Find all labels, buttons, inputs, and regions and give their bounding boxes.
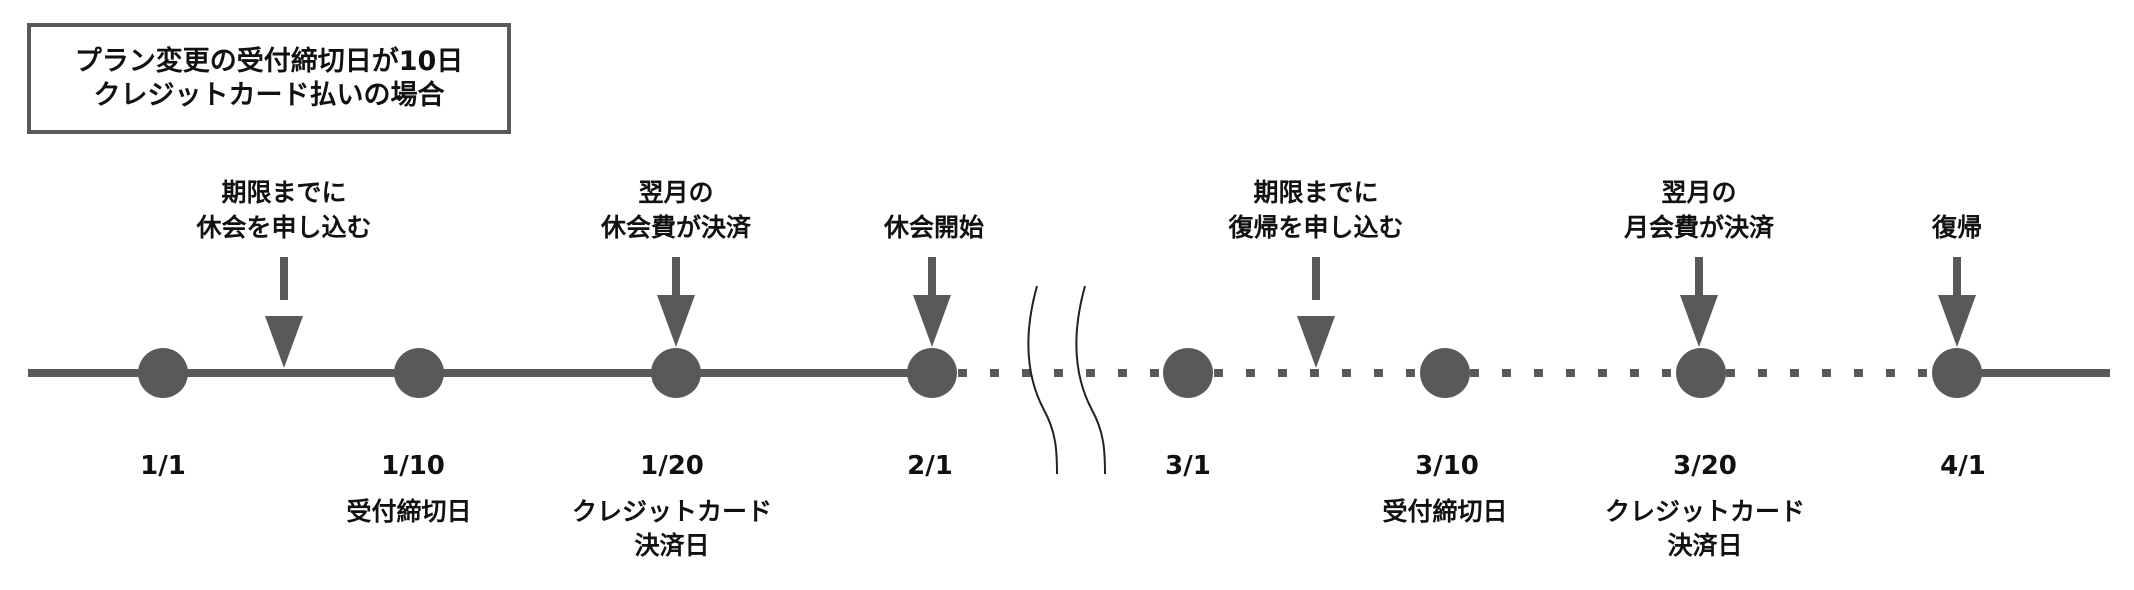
- timeline-dot: [1163, 348, 1213, 398]
- event-label-1-line1: 期限までに: [221, 178, 346, 207]
- event-label-6: 復帰: [1931, 213, 1982, 242]
- date-note: 決済日: [1667, 531, 1742, 560]
- timeline-dot: [1676, 348, 1726, 398]
- date-note: クレジットカード: [1605, 497, 1805, 526]
- date-note: クレジットカード: [572, 497, 772, 526]
- date-label: 4/1: [1940, 451, 1986, 481]
- timeline-dot: [651, 348, 701, 398]
- arrow-down-icon: [1297, 257, 1335, 368]
- timeline-dot: [138, 348, 188, 398]
- timeline-dots: [138, 348, 1982, 398]
- timeline-break-icon: [1027, 285, 1106, 475]
- arrow-down-icon: [1938, 257, 1976, 347]
- title-line-2: クレジットカード払いの場合: [94, 79, 445, 111]
- arrow-down-icon: [1680, 257, 1718, 347]
- event-label-4-line2: 復帰を申し込む: [1227, 213, 1403, 242]
- event-label-5-line1: 翌月の: [1661, 178, 1736, 207]
- event-labels: 期限までに 休会を申し込む 翌月の 休会費が決済 休会開始 期限までに 復帰を申…: [195, 178, 1982, 242]
- title-line-1: プラン変更の受付締切日が10日: [75, 45, 464, 77]
- timeline-dot: [907, 348, 957, 398]
- title-box: プラン変更の受付締切日が10日 クレジットカード払いの場合: [27, 23, 511, 134]
- date-label: 3/1: [1165, 451, 1211, 481]
- date-label: 3/20: [1673, 451, 1737, 481]
- arrow-down-icon: [657, 257, 695, 347]
- event-label-2-line1: 翌月の: [638, 178, 713, 207]
- event-label-4-line1: 期限までに: [1253, 178, 1378, 207]
- date-note: 受付締切日: [346, 497, 471, 526]
- event-label-2-line2: 休会費が決済: [600, 213, 752, 242]
- date-label: 3/10: [1415, 451, 1479, 481]
- arrow-down-icon: [913, 257, 951, 347]
- date-label: 1/10: [381, 451, 445, 481]
- date-note: 決済日: [634, 531, 709, 560]
- timeline-dot: [1420, 348, 1470, 398]
- event-label-3: 休会開始: [883, 213, 984, 242]
- timeline-dot: [394, 348, 444, 398]
- date-label: 2/1: [907, 451, 953, 481]
- date-label: 1/20: [640, 451, 704, 481]
- timeline-dot: [1932, 348, 1982, 398]
- arrow-down-icon: [265, 257, 303, 368]
- date-note: 受付締切日: [1382, 497, 1507, 526]
- event-label-5-line2: 月会費が決済: [1623, 213, 1775, 242]
- event-label-1-line2: 休会を申し込む: [195, 213, 371, 242]
- date-label: 1/1: [140, 451, 186, 481]
- date-labels: 1/1 1/10 受付締切日 1/20 クレジットカード 決済日 2/1 3/1…: [140, 451, 1986, 560]
- event-arrows: [265, 257, 1976, 368]
